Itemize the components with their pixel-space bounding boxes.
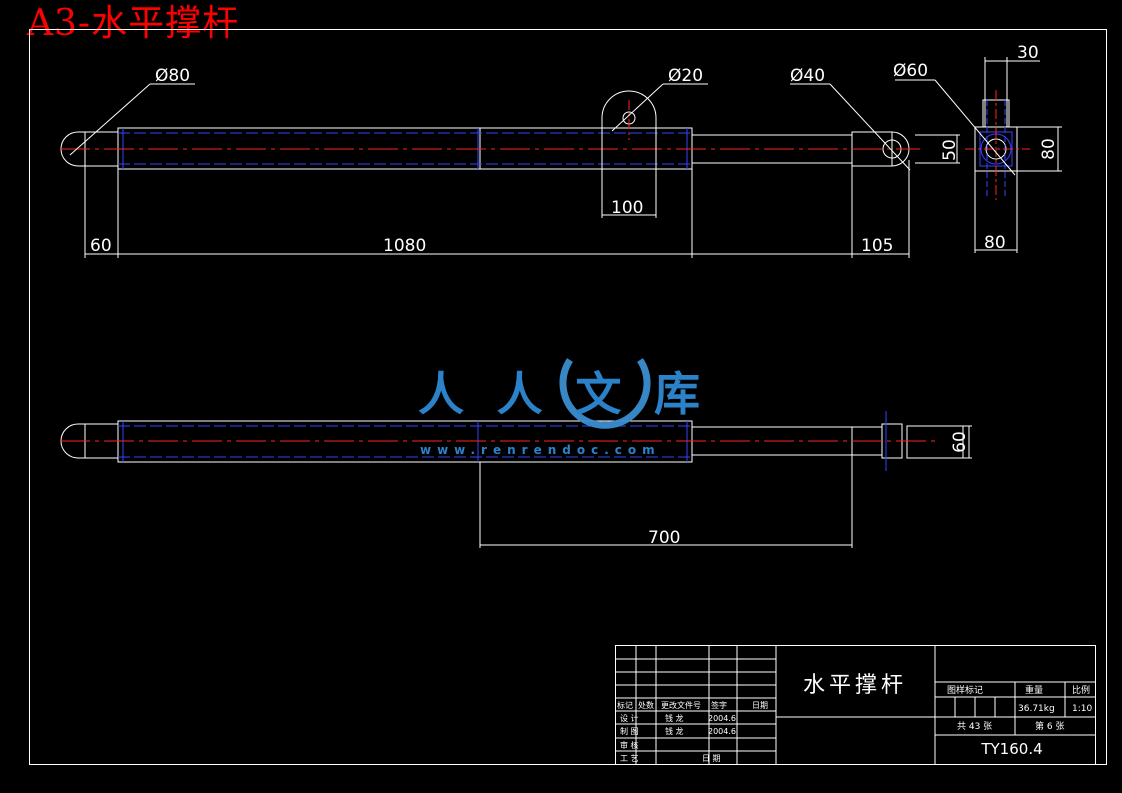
tb-date-0: 2004.6 xyxy=(708,714,736,723)
tb-date-label: 日 期 xyxy=(702,754,721,763)
title-block-text: 标记 处数 更改文件号 签字 日期 设 计 钱 龙 2004.6 制 图 钱 龙… xyxy=(617,673,1092,763)
tb-header-3: 签字 xyxy=(711,700,727,710)
tb-name-1: 钱 龙 xyxy=(665,726,684,736)
dim-d20: Ø20 xyxy=(668,66,703,86)
side-view: 30 Ø60 80 80 xyxy=(893,43,1062,253)
tb-role-3: 工 艺 xyxy=(620,754,639,763)
dim-d60: Ø60 xyxy=(893,61,928,81)
tb-scale-label: 比例 xyxy=(1072,684,1090,696)
dim-h50: 50 xyxy=(940,139,960,161)
dim-len700: 700 xyxy=(648,528,680,548)
tb-weight-value: 36.71kg xyxy=(1018,704,1055,714)
front-view: Ø80 Ø20 Ø40 100 60 1080 105 50 xyxy=(60,66,960,258)
tb-header-1: 处数 xyxy=(638,700,654,710)
tb-role-0: 设 计 xyxy=(620,713,639,723)
dim-len1080: 1080 xyxy=(383,236,426,256)
dim-w30: 30 xyxy=(1017,43,1039,63)
dim-h80: 80 xyxy=(1039,138,1059,160)
drawing-border xyxy=(29,29,1107,765)
tb-header-2: 更改文件号 xyxy=(661,700,701,710)
dim-len105: 105 xyxy=(861,236,893,256)
tb-sheets-total: 共 43 张 xyxy=(957,721,992,732)
title-block xyxy=(615,645,1096,765)
sheet-title: A3-水平撑杆 xyxy=(27,3,240,44)
dim-len60: 60 xyxy=(90,236,112,256)
tb-role-1: 制 图 xyxy=(620,726,639,736)
watermark: 人人文库 www.renrendoc.com xyxy=(418,358,700,457)
tb-header-0: 标记 xyxy=(617,700,633,710)
watermark-brand: 人人文库 xyxy=(418,367,700,421)
watermark-url: www.renrendoc.com xyxy=(420,443,661,457)
watermark-logo-ring xyxy=(559,358,651,429)
tb-weight-label: 重量 xyxy=(1025,684,1043,696)
extended-view: 700 60 xyxy=(60,411,972,548)
tb-role-2: 审 核 xyxy=(620,740,639,750)
tb-name-0: 钱 龙 xyxy=(665,713,684,723)
dim-len100: 100 xyxy=(611,198,643,218)
dim-d80: Ø80 xyxy=(155,66,190,86)
dim-w80: 80 xyxy=(984,233,1006,253)
dim-d40: Ø40 xyxy=(790,66,825,86)
drawing-number: TY160.4 xyxy=(980,740,1042,758)
tb-sheet-number: 第 6 张 xyxy=(1035,720,1064,732)
dim-h60: 60 xyxy=(950,431,970,453)
tb-header-4: 日期 xyxy=(752,701,768,710)
tb-scale-value: 1:10 xyxy=(1072,704,1092,714)
part-name: 水平撑杆 xyxy=(803,673,907,698)
tb-stage-mark: 图样标记 xyxy=(947,684,983,696)
tb-date-1: 2004.6 xyxy=(708,727,736,736)
